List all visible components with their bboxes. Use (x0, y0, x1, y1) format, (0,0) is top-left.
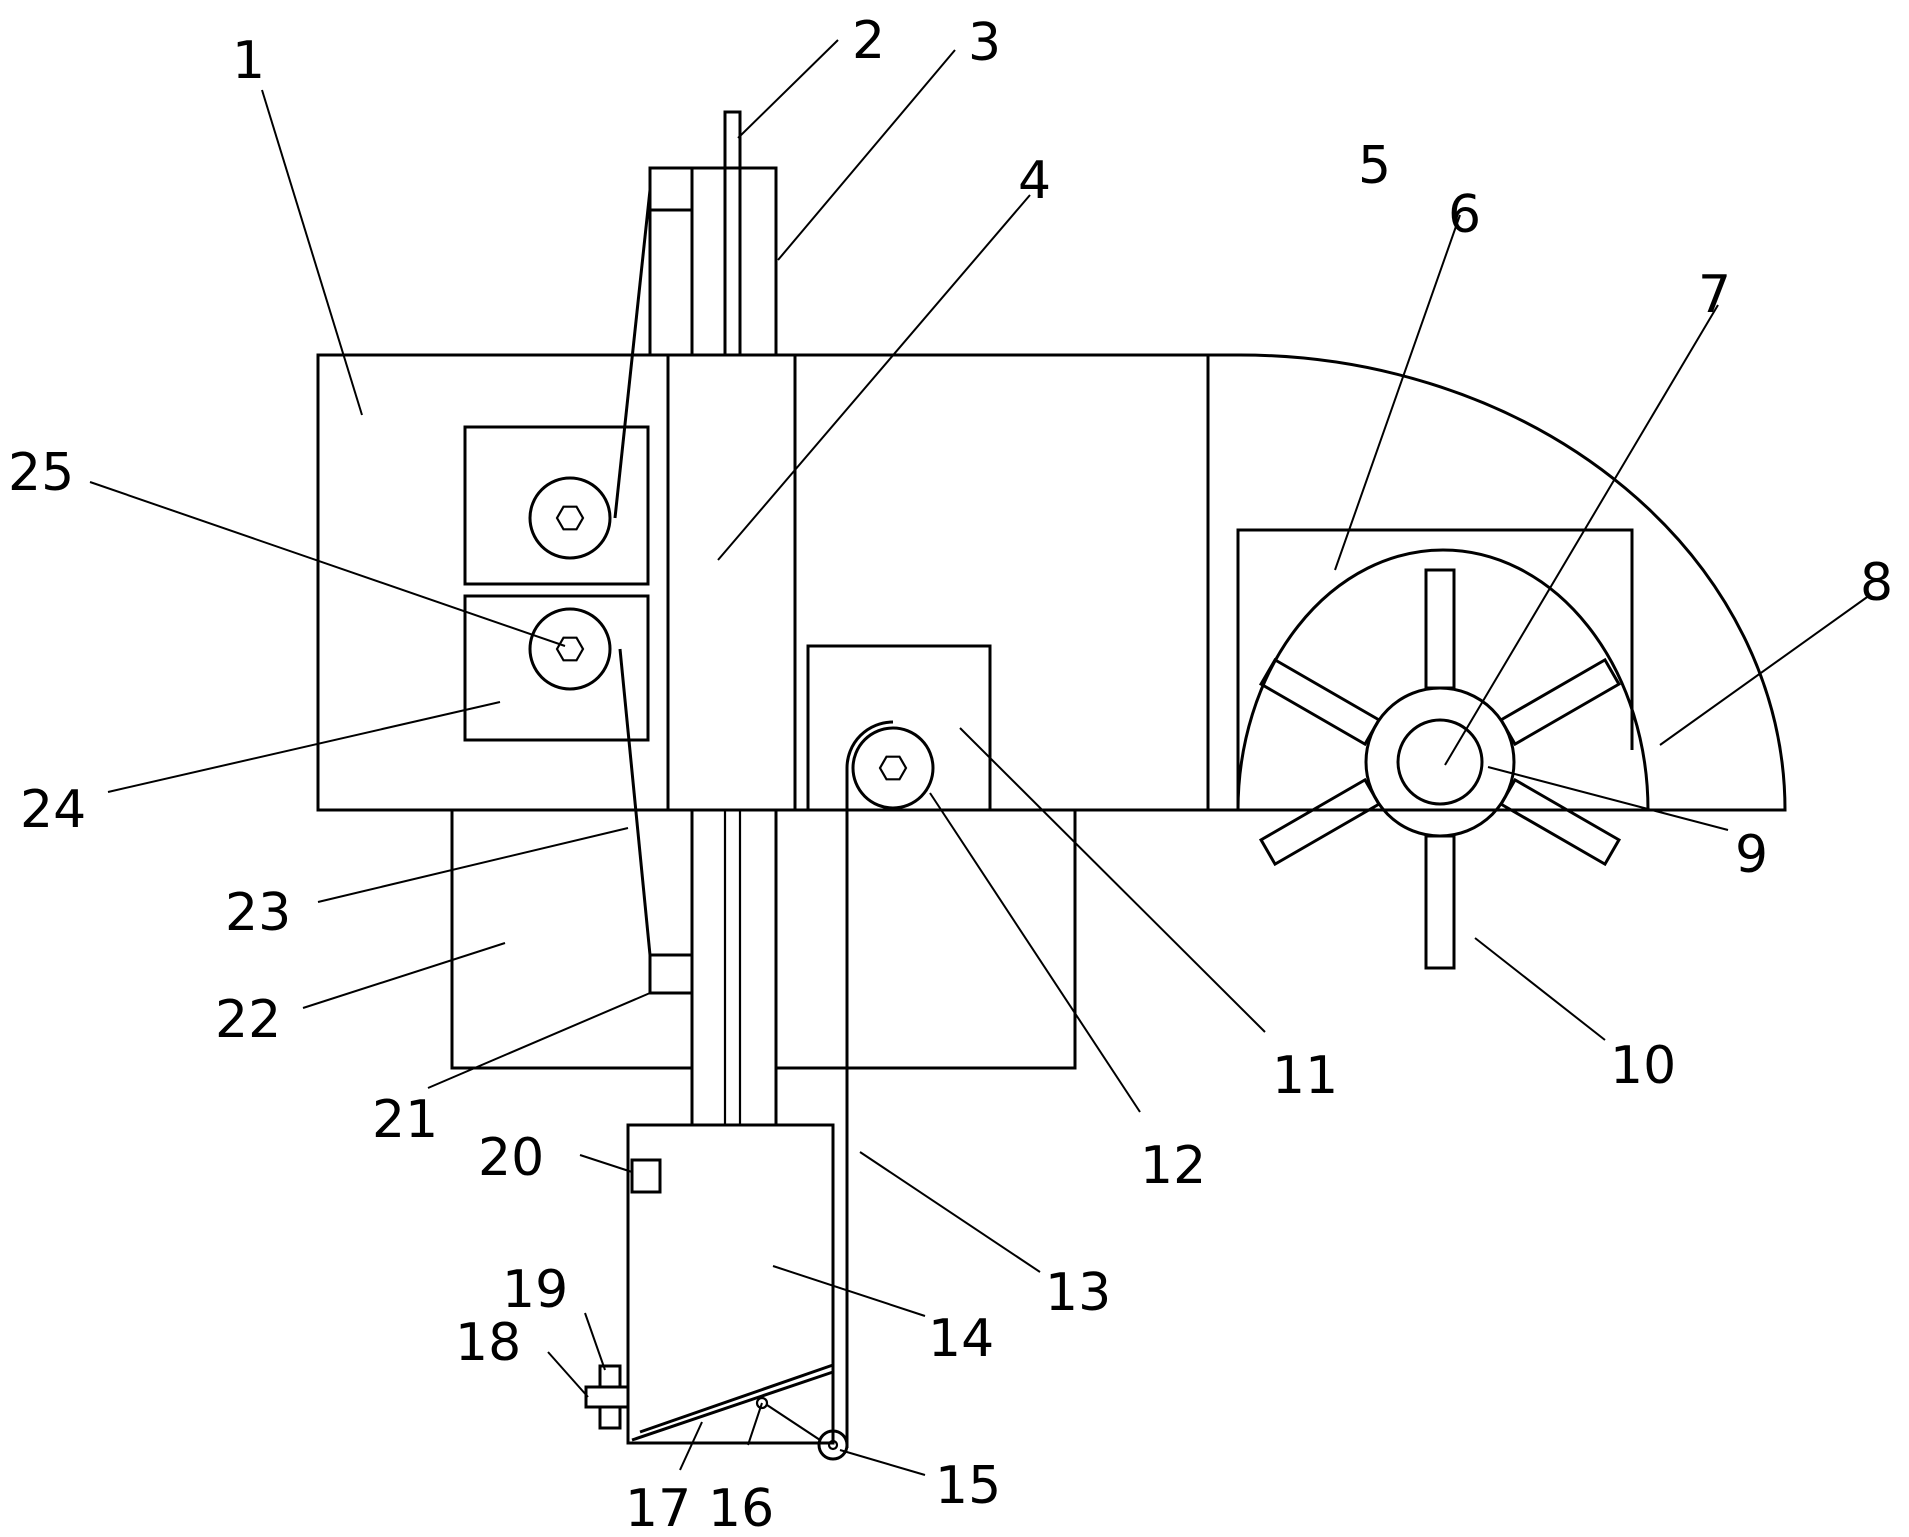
leader-3 (777, 49, 956, 261)
label-6: 6 (1448, 185, 1481, 245)
blade-upper-right (1498, 657, 1622, 747)
leader-17 (679, 1421, 703, 1471)
leader-19 (584, 1312, 606, 1371)
label-14: 14 (928, 1309, 994, 1369)
belt-clamp (648, 953, 694, 995)
label-20: 20 (478, 1128, 544, 1188)
label-16: 16 (708, 1479, 774, 1537)
impeller-shroud (1236, 548, 1650, 811)
belt-upper (613, 189, 652, 519)
cable-pulley-wrap (845, 720, 894, 769)
upper-roller (528, 476, 612, 560)
main-body (316, 353, 1787, 812)
label-13: 13 (1045, 1263, 1111, 1323)
bucket-bottom-plate-inner (639, 1363, 834, 1434)
label-3: 3 (968, 13, 1001, 73)
bucket-bottom-plate (631, 1370, 834, 1442)
leader-20 (579, 1154, 633, 1173)
impeller-hub (1364, 686, 1516, 838)
lifting-rod (723, 110, 742, 357)
diagram-parts (316, 110, 1787, 1461)
leader-1 (261, 89, 363, 416)
hinge (755, 1396, 769, 1410)
label-8: 8 (1860, 553, 1893, 613)
leader-13 (859, 1151, 1041, 1273)
latch-top (598, 1364, 622, 1389)
leader-lines (89, 39, 1871, 1476)
label-4: 4 (1018, 151, 1051, 211)
label-19: 19 (502, 1260, 568, 1320)
label-9: 9 (1735, 825, 1768, 885)
label-17: 17 (625, 1479, 691, 1537)
upper-roller-box (463, 425, 650, 586)
blade-bottom (1424, 834, 1456, 970)
label-1: 1 (232, 31, 265, 91)
label-22: 22 (215, 990, 281, 1050)
blade-top (1424, 568, 1456, 690)
leader-14 (772, 1265, 926, 1317)
lower-roller (528, 607, 612, 691)
label-24: 24 (20, 780, 86, 840)
latch-bolt (584, 1385, 630, 1409)
hinge-cable (766, 1404, 821, 1441)
blade-lower-left (1258, 777, 1382, 867)
leader-6 (1334, 214, 1461, 571)
leader-2 (737, 39, 839, 139)
leader-10 (1474, 937, 1606, 1041)
label-12: 12 (1140, 1136, 1206, 1196)
leader-24 (107, 701, 501, 793)
leader-12 (929, 792, 1141, 1113)
motor-pulley-hex (878, 755, 908, 781)
leader-15 (839, 1449, 926, 1476)
leader-8 (1659, 594, 1871, 746)
label-2: 2 (852, 11, 885, 71)
label-21: 21 (372, 1090, 438, 1150)
label-11: 11 (1272, 1046, 1338, 1106)
leader-16 (747, 1402, 763, 1446)
top-guide-frame (648, 166, 778, 357)
belt-lower (618, 648, 652, 956)
leader-9 (1487, 766, 1729, 831)
label-10: 10 (1610, 1036, 1676, 1096)
lower-roller-box (463, 594, 650, 742)
leader-21 (427, 992, 651, 1089)
leader-7 (1444, 304, 1719, 766)
top-guide-block (648, 166, 694, 212)
housing-inner-box (1236, 528, 1634, 810)
sensor (630, 1158, 662, 1194)
bottom-pulley-hub (827, 1439, 839, 1451)
bottom-pulley (817, 1429, 849, 1461)
impeller-shaft (1396, 718, 1484, 806)
blade-lower-right (1498, 777, 1622, 867)
leader-22 (302, 942, 506, 1009)
label-23: 23 (225, 883, 291, 943)
lower-frame (450, 810, 1077, 1070)
motor-box (806, 644, 992, 810)
label-18: 18 (455, 1313, 521, 1373)
part-labels: 1 2 3 4 5 6 7 8 9 10 11 12 13 14 15 16 1… (8, 11, 1893, 1537)
latch-bottom (598, 1405, 622, 1430)
label-15: 15 (935, 1456, 1001, 1516)
leader-11 (959, 727, 1266, 1033)
upper-roller-hex (555, 505, 585, 531)
leader-4 (717, 194, 1031, 561)
label-25: 25 (8, 443, 74, 503)
motor-pulley (851, 726, 935, 810)
leader-25 (89, 481, 566, 647)
lower-roller-hex (555, 636, 585, 662)
bucket (626, 1123, 835, 1445)
label-5: 5 (1358, 136, 1391, 196)
blade-upper-left (1258, 657, 1382, 747)
leader-18 (547, 1351, 589, 1398)
label-7: 7 (1698, 265, 1731, 325)
leader-23 (317, 827, 629, 903)
